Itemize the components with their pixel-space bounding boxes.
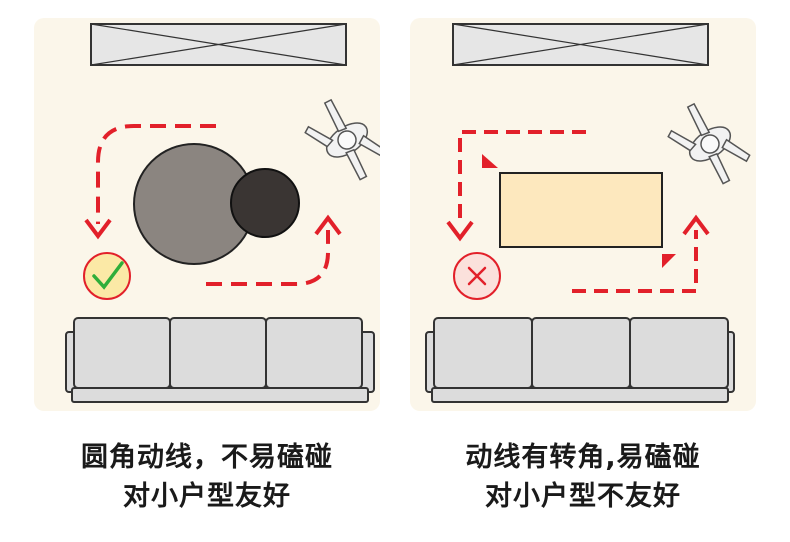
tv-cabinet — [452, 23, 709, 66]
check-icon — [83, 252, 131, 300]
corner-collision-marker — [662, 254, 676, 268]
right-caption: 动线有转角,易磕碰 对小户型不友好 — [410, 438, 756, 516]
left-caption-line2: 对小户型友好 — [123, 481, 291, 512]
arrow-head-up — [314, 214, 342, 236]
angular-path-top-left — [458, 130, 586, 226]
left-layout-panel — [34, 18, 380, 411]
small-round-table — [230, 168, 300, 238]
right-caption-line2: 对小户型不友好 — [485, 481, 681, 512]
left-floor-plan — [65, 23, 380, 403]
curved-path-bottom-right — [206, 230, 330, 286]
right-floor-plan — [425, 23, 751, 403]
rectangular-table — [499, 172, 663, 248]
right-caption-line1: 动线有转角,易磕碰 — [465, 442, 701, 473]
right-layout-panel — [410, 18, 756, 411]
arrow-head-down — [84, 218, 112, 240]
left-caption-line1: 圆角动线，不易磕碰 — [81, 442, 333, 473]
corner-collision-marker — [482, 154, 498, 168]
cross-icon — [453, 252, 501, 300]
person-icon — [667, 102, 751, 185]
curved-path-top-left — [96, 124, 216, 224]
left-caption: 圆角动线，不易磕碰 对小户型友好 — [34, 438, 380, 516]
person-icon — [304, 98, 380, 181]
tv-cabinet — [90, 23, 347, 66]
sofa — [425, 317, 735, 403]
sofa — [65, 317, 375, 403]
angular-path-bottom-right — [572, 230, 698, 293]
arrow-head-down — [446, 220, 474, 242]
arrow-head-up — [682, 214, 710, 236]
